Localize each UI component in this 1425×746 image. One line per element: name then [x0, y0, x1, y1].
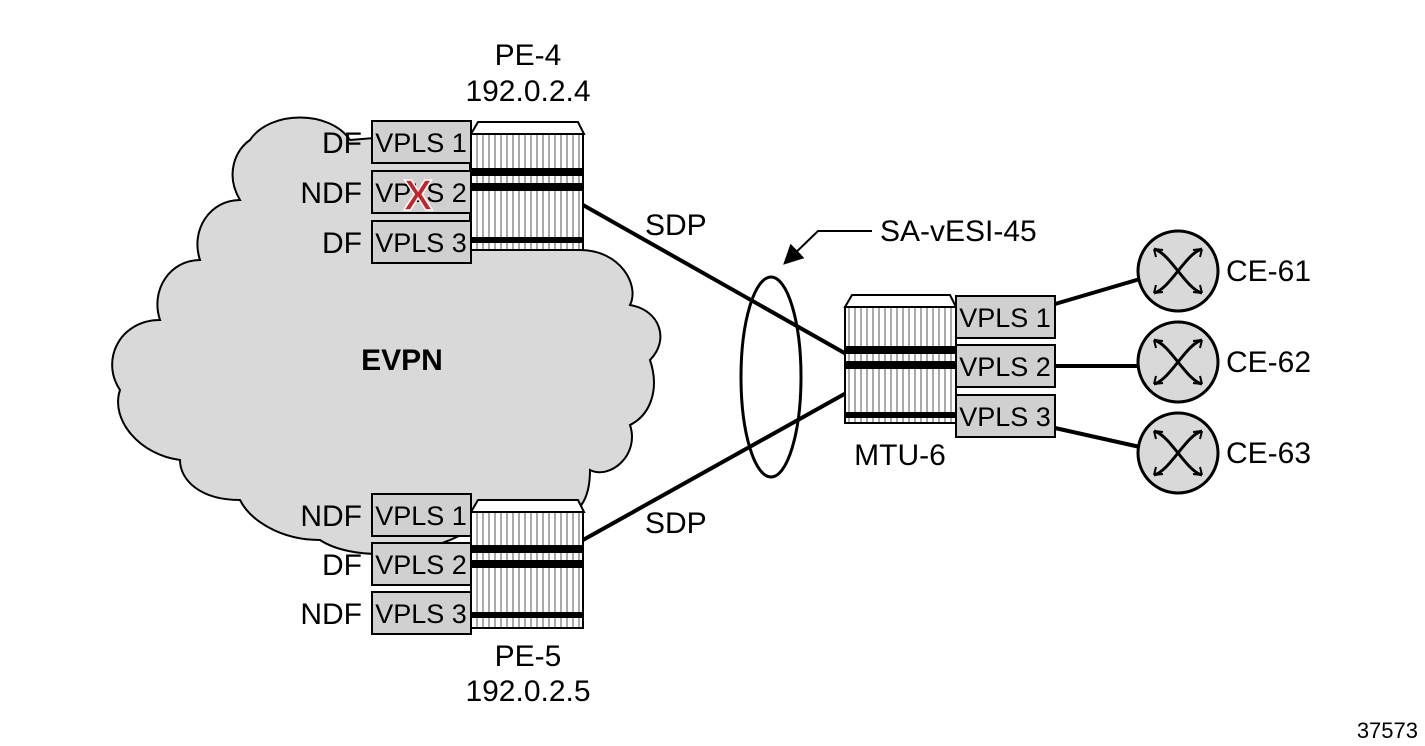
pe4-vpls2-box [371, 170, 472, 214]
pe4-ip: 192.0.2.4 [465, 75, 590, 108]
pe4-vpls1-label: VPLS 1 [375, 128, 467, 158]
pe4-role-3: DF [322, 227, 362, 260]
pe4-vpls2-label: VPLS 2 [375, 178, 467, 208]
mtu6-vpls1-label: VPLS 1 [959, 303, 1051, 333]
mtu6-vpls2-label: VPLS 2 [959, 352, 1051, 382]
failure-x-icon: X [403, 171, 432, 220]
sdp-label-upper: SDP [645, 209, 707, 242]
pe5-vpls1-box [371, 493, 472, 537]
pe5-vpls2-box [371, 542, 472, 586]
sdp-link-upper [582, 203, 849, 357]
ce62-router [1136, 320, 1220, 404]
pe5-name: PE-5 [495, 640, 562, 673]
sdp-label-lower: SDP [645, 507, 707, 540]
cloud-label: EVPN [361, 344, 443, 377]
esi-pointer [783, 230, 872, 265]
pe4-name: PE-4 [495, 39, 562, 72]
esi-label: SA-vESI-45 [880, 215, 1037, 248]
pe4-role-2: NDF [300, 177, 362, 210]
mtu6-vpls2-box [955, 344, 1056, 388]
ce63-label: CE-63 [1226, 437, 1311, 470]
mtu6-vpls1-box [955, 295, 1056, 339]
sdp-link-lower [582, 390, 849, 542]
pe5-vpls3-label: VPLS 3 [375, 599, 467, 629]
pe4-node: PE-4 192.0.2.4 VPLS 1 VPLS 2 VPLS 3 DF N… [300, 39, 591, 264]
ce63-link [1054, 426, 1141, 449]
pe4-vpls3-label: VPLS 3 [375, 228, 467, 258]
pe4-role-1: DF [322, 127, 362, 160]
ce61-link [1054, 277, 1141, 306]
pe5-role-3: NDF [300, 598, 362, 631]
pe4-vpls1-box [371, 120, 472, 164]
pe5-vpls1-label: VPLS 1 [375, 501, 467, 531]
pe5-vpls2-label: VPLS 2 [375, 550, 467, 580]
pe4-vpls3-box [371, 220, 472, 264]
figure-id: 37573 [1357, 718, 1418, 743]
pe4-router [469, 121, 586, 251]
mtu6-name: MTU-6 [854, 439, 946, 472]
pe5-ip: 192.0.2.5 [465, 675, 590, 708]
ce62-label: CE-62 [1226, 346, 1311, 379]
pe5-vpls3-box [371, 591, 472, 635]
pe5-role-2: DF [322, 549, 362, 582]
mtu6-node: VPLS 1 VPLS 2 VPLS 3 MTU-6 [843, 294, 1056, 472]
ce61-router [1136, 229, 1220, 313]
ce61-label: CE-61 [1226, 255, 1311, 288]
mtu6-router [843, 294, 958, 424]
pe5-role-1: NDF [300, 500, 362, 533]
mtu6-vpls3-label: VPLS 3 [959, 402, 1051, 432]
pe5-node: VPLS 1 VPLS 2 VPLS 3 NDF DF NDF PE-5 192… [300, 493, 591, 708]
pe5-router [469, 499, 586, 629]
ce63-router [1136, 411, 1220, 495]
esi-ellipse [739, 275, 803, 479]
mtu6-vpls3-box [955, 394, 1056, 438]
